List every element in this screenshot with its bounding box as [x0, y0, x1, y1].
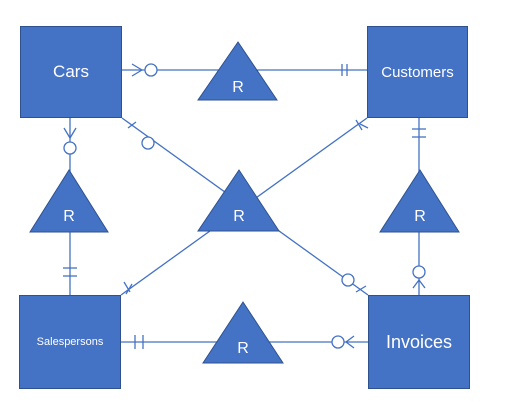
relationship-top-label: R: [232, 79, 244, 96]
relationship-bottom-label: R: [237, 340, 249, 357]
entity-invoices-label: Invoices: [385, 331, 453, 352]
relationship-top: R: [197, 41, 278, 101]
relationship-left-label: R: [63, 208, 75, 225]
entity-salespersons-label: Salespersons: [36, 336, 104, 348]
entity-invoices: Invoices: [368, 295, 470, 389]
entity-cars-label: Cars: [53, 62, 89, 81]
entity-salespersons: Salespersons: [19, 295, 121, 389]
entity-customers-label: Customers: [381, 63, 454, 81]
relationship-right-label: R: [414, 208, 426, 225]
relationship-center: R: [197, 169, 280, 232]
relationship-center-label: R: [233, 208, 245, 225]
relationship-bottom: R: [202, 301, 284, 364]
relationship-left: R: [29, 169, 109, 233]
relationship-right: R: [379, 169, 460, 233]
entity-customers: Customers: [367, 26, 468, 118]
entity-cars: Cars: [20, 26, 122, 118]
